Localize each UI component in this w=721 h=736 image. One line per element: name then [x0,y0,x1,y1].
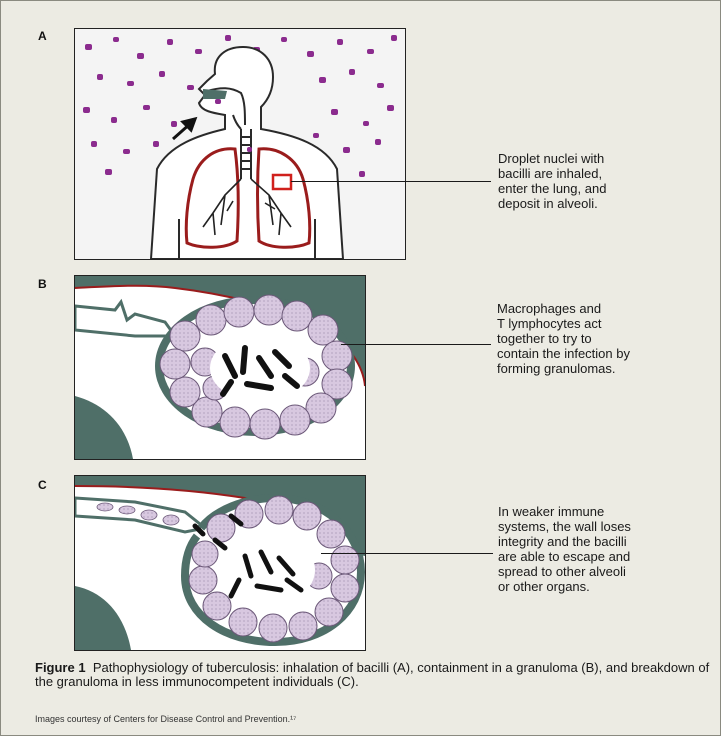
granuloma-breakdown-illustration [75,476,365,650]
granuloma-illustration [75,276,365,459]
panel-c-label: C [38,478,47,492]
figure-label: Figure 1 [35,660,86,675]
panel-b-label: B [38,277,47,291]
inhalation-illustration [75,29,405,259]
panel-a-illustration [74,28,406,260]
caption-text: Pathophysiology of tuberculosis: inhalat… [35,660,709,689]
image-credit: Images courtesy of Centers for Disease C… [35,714,296,724]
callout-c: In weaker immune systems, the wall loses… [498,504,631,594]
callout-a: Droplet nuclei with bacilli are inhaled,… [498,151,606,211]
callout-b: Macrophages and T lymphocytes act togeth… [497,301,630,376]
callout-c-leader [321,553,493,554]
panel-b-illustration [74,275,366,460]
callout-b-leader [341,344,491,345]
panel-c-illustration [74,475,366,651]
figure-caption: Figure 1 Pathophysiology of tuberculosis… [35,661,715,689]
panel-a-label: A [38,29,47,43]
callout-a-leader [291,181,491,182]
